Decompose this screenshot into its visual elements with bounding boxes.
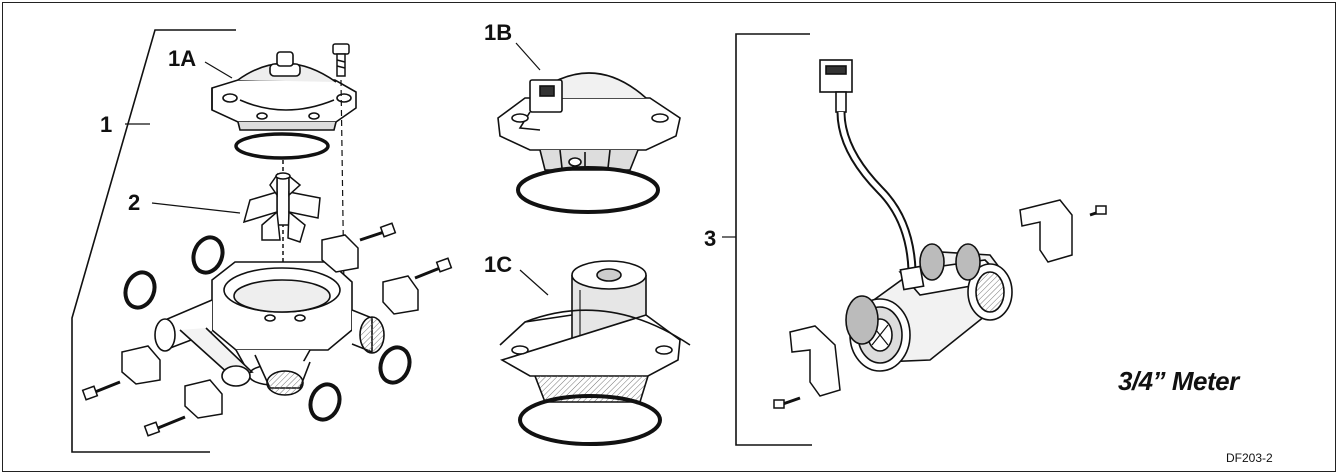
callout-1c: 1C (484, 252, 513, 277)
clips-and-screws (81, 222, 453, 437)
callout-1b: 1B (484, 20, 513, 45)
callout-3: 3 (704, 226, 717, 251)
meter-title: 3/4” Meter (1118, 366, 1239, 396)
cover-1b (497, 72, 681, 171)
leader-2 (151, 202, 241, 214)
callout-1: 1 (100, 112, 113, 137)
leader-1b (515, 42, 541, 71)
o-ring-1b (516, 166, 660, 214)
bracket-group-3 (735, 33, 812, 446)
leader-1c (519, 269, 549, 296)
cover-1a (211, 51, 357, 131)
leader-lines (125, 42, 736, 296)
o-ring-1a (234, 132, 330, 160)
impeller-2 (242, 160, 321, 265)
o-ring-1c (518, 394, 662, 446)
bolt-1a (332, 43, 350, 77)
cover-1c (499, 260, 691, 403)
figure-code: DF203-2 (1226, 451, 1273, 465)
callout-2: 2 (128, 190, 141, 215)
meter-assembly-3 (819, 59, 1013, 372)
leader-1a (204, 61, 233, 79)
callout-1a: 1A (168, 46, 197, 71)
meter-clips (773, 199, 1107, 409)
o-rings-housing (123, 235, 412, 422)
meter-housing (154, 261, 385, 396)
bracket-group-1 (71, 29, 236, 453)
